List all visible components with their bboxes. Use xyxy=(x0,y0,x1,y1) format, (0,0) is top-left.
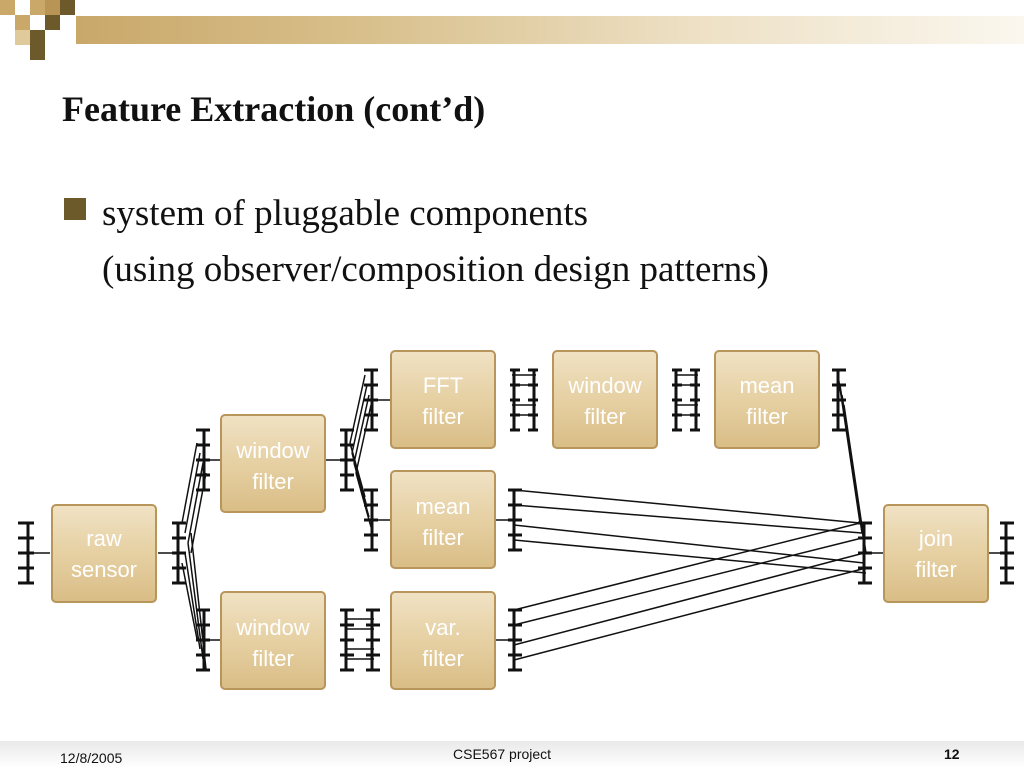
pipeline-diagram: raw sensor window filter window filter F… xyxy=(18,350,1014,690)
node-label: mean xyxy=(415,494,470,519)
node-label: filter xyxy=(422,404,464,429)
node-var-filter: var. filter xyxy=(390,591,496,690)
node-label: filter xyxy=(252,646,294,671)
bullet-marker xyxy=(64,198,86,220)
footer-band xyxy=(0,741,1024,768)
node-window-filter-2: window filter xyxy=(220,591,326,690)
node-mean-filter-2: mean filter xyxy=(714,350,820,449)
node-label: filter xyxy=(252,469,294,494)
header-decor-square xyxy=(30,45,45,60)
header-decor-square xyxy=(30,0,45,15)
bullet-text-line-1: system of pluggable components xyxy=(102,193,589,234)
node-label: filter xyxy=(422,525,464,550)
node-raw-sensor: raw sensor xyxy=(51,504,157,603)
node-label: window xyxy=(567,373,641,398)
footer-project: CSE567 project xyxy=(453,746,552,762)
node-label: filter xyxy=(422,646,464,671)
footer-page-number: 12 xyxy=(944,746,960,762)
node-label: FFT xyxy=(423,373,463,398)
node-window-filter-1: window filter xyxy=(220,414,326,513)
header-decor-square xyxy=(60,0,75,15)
node-label: filter xyxy=(915,557,957,582)
header-decor-square xyxy=(15,30,30,45)
header-decor-square xyxy=(15,15,30,30)
node-join-filter: join filter xyxy=(883,504,989,603)
header-decor-square xyxy=(45,0,60,15)
node-label: filter xyxy=(584,404,626,429)
node-label: window xyxy=(235,438,309,463)
footer-date: 12/8/2005 xyxy=(60,750,123,766)
header-decor-square xyxy=(30,30,45,45)
node-label: join xyxy=(918,526,953,551)
bullet-text-line-2: (using observer/composition design patte… xyxy=(102,249,769,290)
node-window-filter-3: window filter xyxy=(552,350,658,449)
node-label: window xyxy=(235,615,309,640)
node-label: mean xyxy=(739,373,794,398)
node-mean-filter-1: mean filter xyxy=(390,470,496,569)
node-label: filter xyxy=(746,404,788,429)
node-label: raw xyxy=(86,526,122,551)
header-band xyxy=(76,16,1024,44)
header-decor-square xyxy=(0,0,15,15)
slide-title: Feature Extraction (cont’d) xyxy=(62,89,486,129)
node-label: sensor xyxy=(71,557,137,582)
node-label: var. xyxy=(425,615,460,640)
header-decor-square xyxy=(45,15,60,30)
node-fft-filter: FFT filter xyxy=(390,350,496,449)
